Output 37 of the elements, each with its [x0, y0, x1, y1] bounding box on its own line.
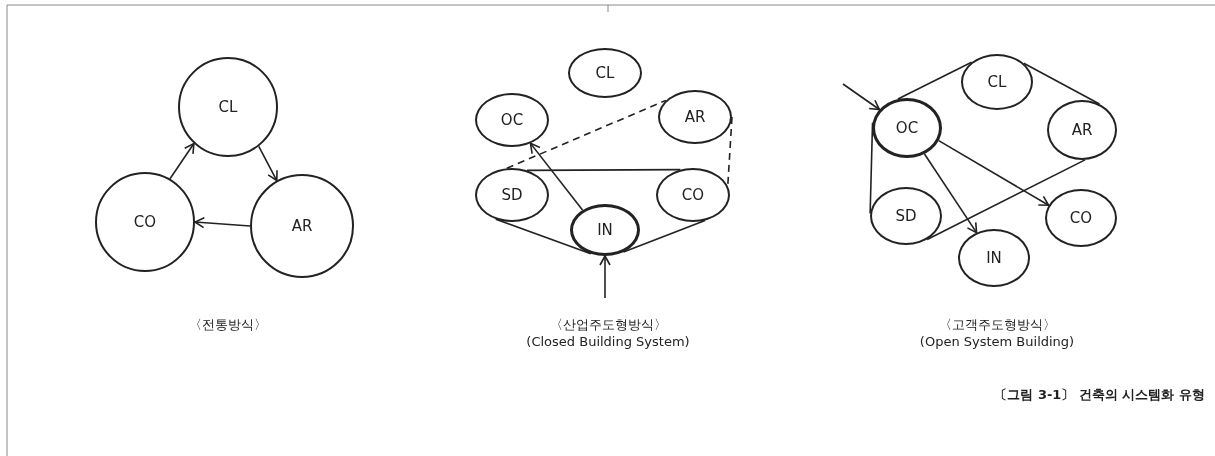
- circle-node: AR: [250, 174, 354, 278]
- connector-line: [726, 116, 733, 187]
- panel-caption: 〈고객주도형방식〉: [938, 316, 1056, 334]
- panel-caption: 〈전통방식〉: [189, 316, 267, 334]
- arrow: [937, 139, 1050, 207]
- circle-node: SD: [475, 168, 549, 222]
- circle-node: CL: [961, 54, 1033, 110]
- circle-node: OC: [872, 98, 942, 158]
- circle-node: OC: [475, 93, 549, 147]
- circle-node: CL: [568, 48, 642, 98]
- arrow: [923, 153, 978, 234]
- figure-caption: 〔그림 3-1〕 건축의 시스템화 유형: [994, 386, 1205, 404]
- circle-node: CL: [178, 57, 278, 157]
- circle-node: CO: [656, 168, 730, 222]
- circle-node: CO: [1045, 189, 1117, 247]
- connector-line: [494, 218, 592, 255]
- arrow: [257, 145, 278, 182]
- circle-node: CO: [95, 172, 195, 272]
- connector-line: [926, 159, 1086, 241]
- panel-caption: (Open System Building): [919, 334, 1075, 349]
- connector-line: [897, 61, 973, 100]
- arrow: [842, 83, 881, 111]
- panel-caption: (Closed Building System): [526, 334, 690, 349]
- panel-caption: 〈산업주도형방식〉: [549, 316, 667, 334]
- circle-node: AR: [1047, 100, 1117, 160]
- circle-node: IN: [958, 229, 1030, 287]
- arrow: [529, 142, 584, 211]
- connector-line: [622, 219, 706, 253]
- connector-line: [506, 99, 667, 170]
- arrow: [194, 216, 251, 229]
- circle-node: IN: [570, 204, 640, 256]
- arrow: [169, 142, 195, 180]
- circle-node: AR: [658, 90, 732, 144]
- arrow: [599, 255, 611, 299]
- connector-line: [526, 168, 682, 172]
- connector-line: [1022, 62, 1101, 105]
- circle-node: SD: [870, 187, 942, 245]
